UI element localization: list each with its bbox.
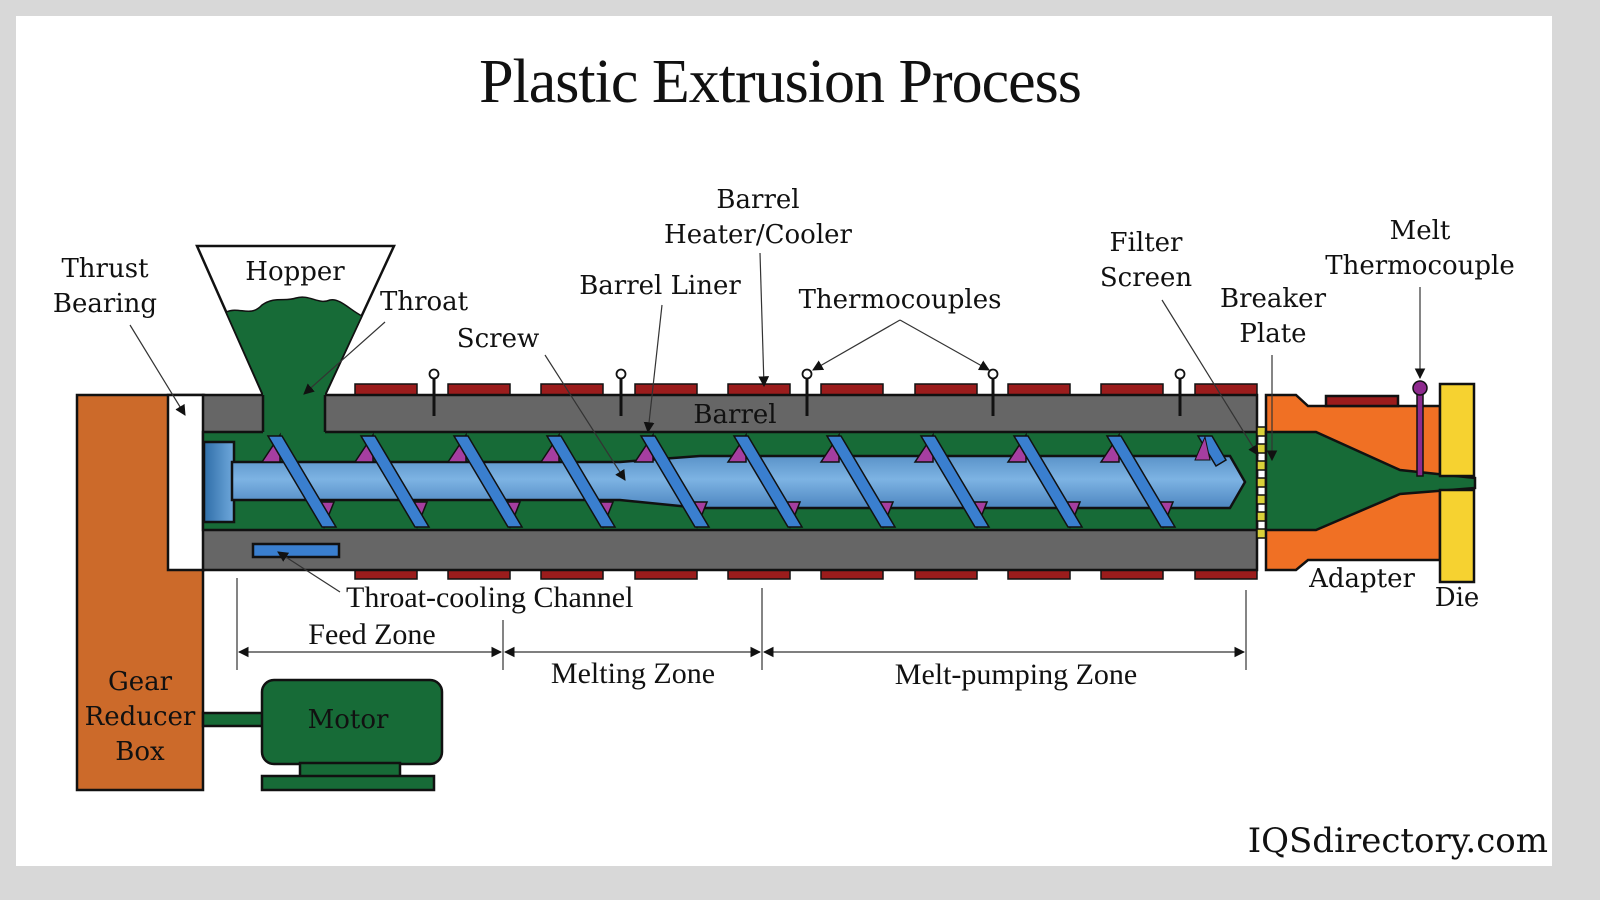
throat-leader [303, 321, 386, 395]
die [1438, 382, 1476, 584]
screw-flight [266, 435, 338, 528]
melting-zone-label: Melting Zone [551, 657, 715, 690]
throat-cooling-leader [277, 551, 341, 593]
adapter-melt-channel [1264, 430, 1477, 532]
adapter-label: Adapter [1308, 564, 1415, 594]
die-label: Die [1435, 583, 1480, 613]
thermocouples-leader-2 [899, 319, 990, 371]
thrust-bearing [166, 393, 206, 572]
screw-flight [825, 435, 897, 528]
thrust-bearing-label-1: Thrust [61, 254, 149, 284]
breaker-plate-label-1: Breaker [1220, 284, 1327, 314]
screw-shank [202, 440, 236, 524]
gear-reducer-box-label-1: Gear [108, 667, 173, 697]
screw-flight [639, 435, 711, 528]
screw-flight [732, 435, 804, 528]
screw-flight [1105, 435, 1177, 528]
heater-band-bottom [914, 569, 978, 580]
thermocouple-head [615, 368, 627, 380]
throat-cooling-channel [251, 542, 341, 559]
melt-thermocouple-label-1: Melt [1390, 216, 1451, 246]
diagram-title: Plastic Extrusion Process [479, 48, 1081, 116]
hopper-label: Hopper [245, 257, 345, 287]
gear-reducer-box-label-2: Reducer [85, 702, 196, 732]
flight-fill-top [1194, 435, 1211, 461]
hopper: Hopper [195, 244, 396, 435]
brand-watermark: IQSdirectory.com [1248, 821, 1548, 861]
screw-flight [1012, 435, 1084, 528]
adapter-heater [1324, 394, 1400, 408]
heater-band-top [1194, 383, 1258, 396]
motor: Motor [201, 678, 444, 792]
heater-band-bottom [540, 569, 604, 580]
heater-band-bottom [1100, 569, 1164, 580]
heater-band-top [1100, 383, 1164, 396]
heater-band-bottom [820, 569, 884, 580]
heater-band-bottom [727, 569, 791, 580]
heater-band-top [540, 383, 604, 396]
motor-label: Motor [308, 705, 389, 735]
zone-markers: Feed Zone Melting Zone Melt-pumping Zone [236, 578, 1247, 691]
heater-band-bottom [634, 569, 698, 580]
barrel-heater-leader [758, 252, 770, 388]
feed-zone-label: Feed Zone [308, 618, 435, 651]
heater-band-bottom [1007, 569, 1071, 580]
thermocouples-label: Thermocouples [799, 285, 1002, 315]
motor-base [260, 774, 436, 792]
heater-band-top [634, 383, 698, 396]
heater-band-top [1007, 383, 1071, 396]
screw-flight [919, 435, 991, 528]
heater-band-top [914, 383, 978, 396]
filter-screen-label-2: Screen [1100, 263, 1193, 293]
thermocouple-head [428, 368, 440, 380]
heater-band-bottom [1194, 569, 1258, 580]
thermocouple-head [987, 368, 999, 380]
gear-reducer-box-label-3: Box [115, 737, 165, 767]
filter-screen-leader [1161, 299, 1259, 456]
heater-band-top [447, 383, 511, 396]
thermocouple-head [801, 368, 813, 380]
screw-flights [260, 432, 1228, 529]
heater-band-top [354, 383, 418, 396]
throat-label: Throat [380, 287, 469, 317]
barrel-liner-label: Barrel Liner [579, 271, 741, 301]
thrust-bearing-leader [129, 324, 186, 416]
breaker-plate-label-2: Plate [1239, 319, 1306, 349]
screw-flight [359, 435, 431, 528]
barrel-liner-leader [643, 304, 663, 434]
screw-flight [452, 435, 524, 528]
melt-thermocouple-label-2: Thermocouple [1325, 251, 1515, 281]
adapter [1264, 393, 1477, 572]
throat-cooling-channel-label: Throat-cooling Channel [346, 581, 633, 614]
heater-band-bottom [354, 569, 418, 580]
barrel-heater-label-2: Heater/Cooler [664, 220, 852, 250]
screw-flight [545, 435, 617, 528]
screw [202, 432, 1247, 529]
thrust-bearing-label-2: Bearing [53, 289, 157, 319]
thermocouple-head [1174, 368, 1186, 380]
screw-leader [544, 354, 626, 481]
barrel-heater-label-1: Barrel [716, 185, 799, 215]
heater-band-top [820, 383, 884, 396]
melt-thermocouple [1412, 380, 1428, 477]
heater-band-top [727, 383, 791, 396]
motor-shaft [201, 711, 265, 728]
heater-band-bottom [447, 569, 511, 580]
melt-pumping-zone-label: Melt-pumping Zone [895, 658, 1137, 691]
screw-label: Screw [457, 324, 539, 354]
thermocouples [428, 368, 1186, 416]
filter-screen-label-1: Filter [1110, 228, 1184, 258]
barrel-label: Barrel [693, 400, 776, 430]
thermocouples-leader-1 [812, 319, 901, 371]
barrel-heaters [354, 383, 1258, 580]
